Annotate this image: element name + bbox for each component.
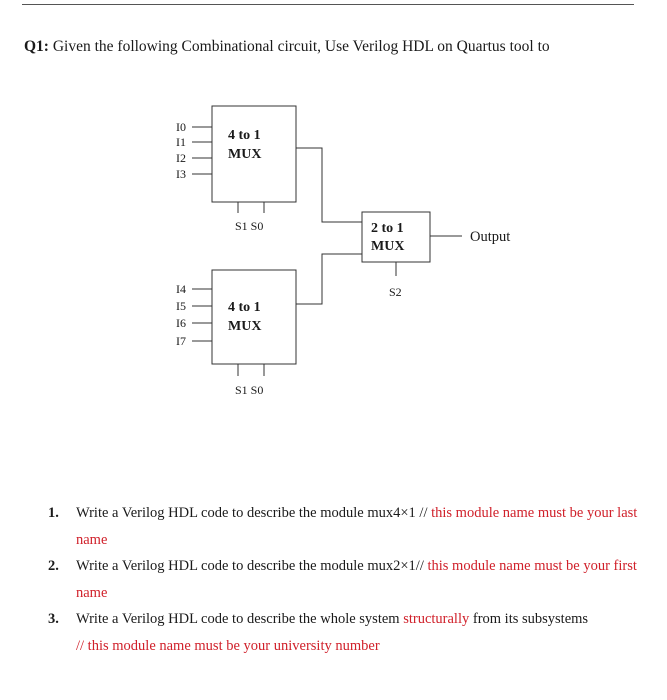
mux-bottom-label-2: MUX [228,319,261,334]
mux-bottom-label-1: 4 to 1 [228,300,261,315]
top-rule [22,4,634,5]
task-note: this module name must be your first name [76,558,637,601]
input-label: I7 [176,334,186,348]
input-label: I2 [176,151,186,165]
task-number: 3. [48,611,59,627]
mux-top-label-2: MUX [228,147,261,162]
task-text: Write a Verilog HDL code to describe the… [76,558,424,574]
input-label: I0 [176,120,186,134]
task-number: 2. [48,558,59,574]
task-note: this module name must be your last name [76,505,638,548]
mux-bottom-box [211,269,297,365]
task-text: Write a Verilog HDL code to describe the… [76,611,404,627]
input-label: I4 [176,282,186,296]
task-text: Write a Verilog HDL code to describe the… [76,505,428,521]
mux-final-box [361,211,431,263]
task-text-end: from its subsystems [469,611,589,627]
mux-top-box [211,105,297,203]
task-item: 3. Write a Verilog HDL code to describe … [48,606,648,659]
task-highlight: structurally [403,611,470,627]
select-final-label: S2 [389,285,402,299]
task-number: 1. [48,505,59,521]
mux-top-label-1: 4 to 1 [228,128,261,143]
mux-final-label-2: MUX [371,239,404,254]
input-label: I6 [176,316,186,330]
question-label: Q1: [24,38,49,55]
select-bottom-label: S1 S0 [235,383,263,397]
circuit-diagram: I0 I1 I2 I3 I4 I5 I6 I7 4 to 1 MUX 4 to … [176,105,510,397]
input-label: I5 [176,299,186,313]
task-list: 1. Write a Verilog HDL code to describe … [48,500,648,659]
mux-final-label-1: 2 to 1 [371,221,404,236]
task-item: 2. Write a Verilog HDL code to describe … [48,553,648,606]
question-heading: Q1: Given the following Combinational ci… [24,38,550,56]
question-text: Given the following Combinational circui… [52,38,550,55]
output-label: Output [470,229,510,245]
task-note: // this module name must be your univers… [76,637,380,654]
input-label: I3 [176,167,186,181]
select-top-label: S1 S0 [235,219,263,233]
task-item: 1. Write a Verilog HDL code to describe … [48,500,648,553]
input-label: I1 [176,135,186,149]
